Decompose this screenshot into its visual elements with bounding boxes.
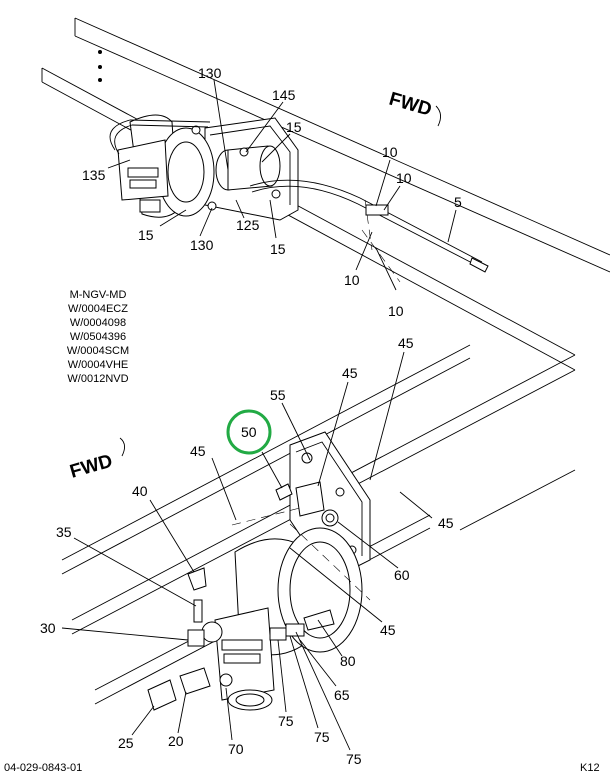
note-line: W/0004ECZ	[68, 303, 128, 315]
callout-45: 45	[190, 443, 206, 459]
callout-60: 60	[394, 567, 410, 583]
callout-80: 80	[340, 653, 356, 669]
callout-15: 15	[270, 241, 286, 257]
rail-hole	[98, 50, 102, 54]
fwd-arrow-top: FWD	[387, 89, 441, 127]
callout-145: 145	[272, 87, 296, 103]
top-callouts: 130 145 15 135 10 10 5 15 130 125 15 10 …	[82, 65, 462, 319]
note-line: W/0504396	[70, 331, 126, 343]
callout-45: 45	[438, 515, 454, 531]
note-line: W/0004SCM	[67, 345, 129, 357]
drawing-number: 04-029-0843-01	[4, 762, 82, 774]
callout-45: 45	[342, 365, 358, 381]
callout-30: 30	[40, 620, 56, 636]
rail-hole	[98, 65, 102, 69]
note-line: M-NGV-MD	[70, 289, 127, 301]
highlight-ring	[226, 409, 272, 455]
callout-130: 130	[198, 65, 222, 81]
callout-65: 65	[334, 687, 350, 703]
callout-20: 20	[168, 733, 184, 749]
footer: 04-029-0843-01 K12	[4, 762, 600, 774]
callout-5: 5	[454, 194, 462, 210]
note-line: W/0004098	[70, 317, 126, 329]
callout-10: 10	[388, 303, 404, 319]
rail-hole	[98, 78, 102, 82]
callout-135: 135	[82, 167, 106, 183]
callout-45: 45	[398, 335, 414, 351]
fwd-label-top: FWD	[387, 89, 434, 121]
callout-10: 10	[382, 144, 398, 160]
top-leaders	[107, 79, 457, 291]
callout-15: 15	[286, 119, 302, 135]
callout-50: 50	[241, 424, 257, 440]
callout-10: 10	[396, 170, 412, 186]
page-code: K12	[580, 762, 600, 774]
bottom-leaders	[61, 351, 433, 751]
notes-block: M-NGV-MD W/0004ECZ W/0004098 W/0504396 W…	[67, 289, 129, 385]
top-regulator-assembly	[109, 114, 489, 283]
callout-55: 55	[270, 387, 286, 403]
fwd-arrow-bottom: FWD	[68, 437, 125, 483]
note-line: W/0004VHE	[68, 359, 129, 371]
callout-75: 75	[346, 751, 362, 767]
callout-130: 130	[190, 237, 214, 253]
callout-75: 75	[314, 729, 330, 745]
callout-25: 25	[118, 735, 134, 751]
callout-15: 15	[138, 227, 154, 243]
fwd-label-bottom: FWD	[68, 451, 115, 483]
note-line: W/0012NVD	[67, 373, 128, 385]
callout-10: 10	[344, 272, 360, 288]
bottom-tank-regulator	[147, 527, 363, 711]
callout-45: 45	[380, 622, 396, 638]
callout-70: 70	[228, 741, 244, 757]
callout-35: 35	[56, 524, 72, 540]
callout-40: 40	[132, 483, 148, 499]
callout-125: 125	[236, 217, 260, 233]
bottom-callouts: 45 45 55 50 45 40 45 35 60 30 45 80 65 2…	[40, 335, 454, 767]
callout-75: 75	[278, 713, 294, 729]
bottom-dashed	[231, 507, 371, 601]
